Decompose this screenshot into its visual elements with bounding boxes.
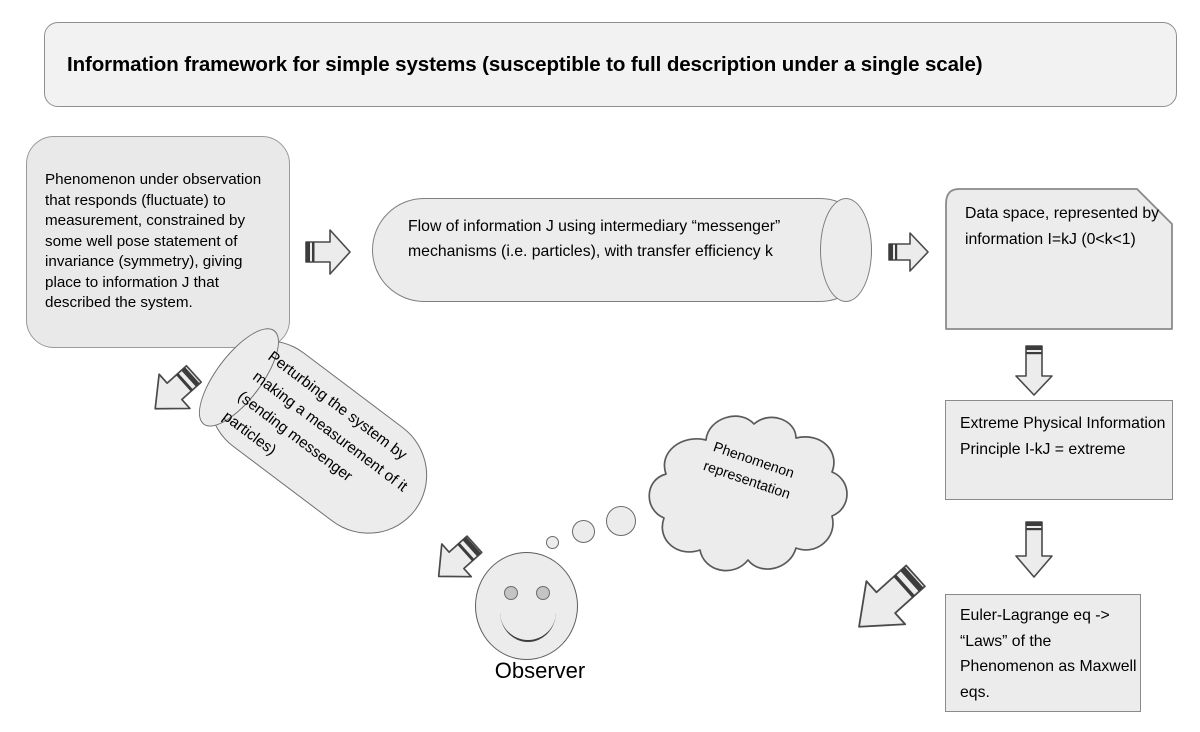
thought-bubble-large — [606, 506, 636, 536]
flow-of-information-cylinder: Flow of information J using intermediary… — [372, 198, 872, 302]
phenomenon-text: Phenomenon under observation that respon… — [45, 170, 262, 312]
epi-text: Extreme Physical Information Principle I… — [960, 415, 1166, 458]
page-title: Information framework for simple systems… — [67, 52, 983, 76]
arrow-up-left-icon-perturb-to-phenomenon — [140, 358, 212, 422]
thought-bubble-medium — [572, 520, 595, 543]
observer-face — [475, 552, 578, 660]
cloud-shape — [648, 415, 848, 572]
flow-of-information-text: Flow of information J using intermediary… — [408, 218, 781, 260]
thought-bubble-small — [546, 536, 559, 549]
arrow-right-icon-flow-to-data-space — [884, 228, 932, 276]
arrow-up-left-icon-euler-to-cloud — [836, 558, 946, 638]
phenomenon-box: Phenomenon under observation that respon… — [26, 136, 290, 348]
euler-lagrange-box: Euler-Lagrange eq -> “Laws” of the Pheno… — [945, 594, 1141, 712]
arrow-down-icon-epi-to-euler-lagrange — [1013, 518, 1055, 580]
arrow-down-icon-data-space-to-epi — [1013, 342, 1055, 398]
observer-label: Observer — [494, 658, 586, 683]
title-banner: Information framework for simple systems… — [44, 22, 1177, 107]
data-space-shape — [945, 188, 1173, 330]
phenomenon-representation-cloud: Phenomenon representation — [636, 398, 858, 582]
arrow-up-left-icon-cloud-to-observer — [424, 528, 492, 590]
observer-smile — [500, 612, 556, 642]
cylinder-body — [372, 198, 872, 302]
cylinder-end-cap — [820, 198, 872, 302]
observer-eye-right — [536, 586, 550, 600]
arrow-right-icon-phenomenon-to-flow — [300, 224, 354, 280]
perturbing-system-cylinder: Perturbing the system by making a measur… — [185, 316, 451, 558]
euler-lagrange-text: Euler-Lagrange eq -> “Laws” of the Pheno… — [960, 607, 1137, 701]
extreme-physical-information-box: Extreme Physical Information Principle I… — [945, 400, 1173, 500]
data-space-text: Data space, represented by information I… — [965, 205, 1160, 248]
observer-eye-left — [504, 586, 518, 600]
data-space-box: Data space, represented by information I… — [945, 188, 1173, 330]
